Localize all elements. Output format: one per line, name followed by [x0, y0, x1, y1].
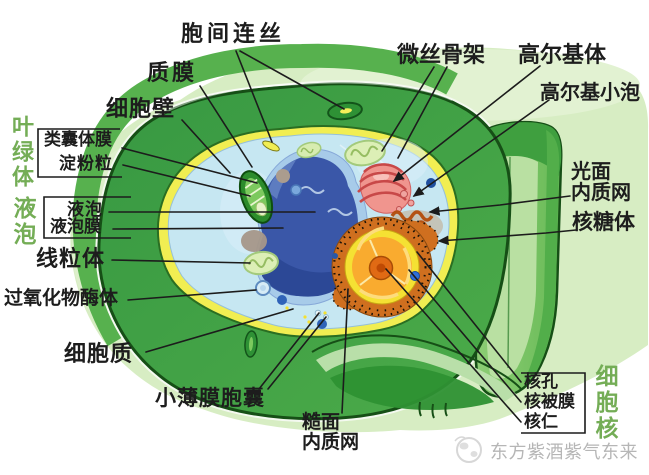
- label-nucleus: 细胞核: [592, 364, 618, 442]
- mitochondrion-top: [344, 139, 386, 167]
- label-ribosome: 核糖体: [572, 211, 635, 234]
- label-peroxisome: 过氧化物酶体: [4, 288, 119, 309]
- label-smooth-er: 光面 内质网: [571, 162, 631, 204]
- label-microfilament-cytoskeleton: 微丝骨架: [397, 42, 486, 67]
- label-rough-er-line2: 内质网: [302, 431, 360, 453]
- label-chloroplast: 叶绿体: [9, 115, 34, 190]
- label-golgi-vesicle: 高尔基小泡: [540, 82, 640, 104]
- cytosol-vesicles: [277, 178, 436, 329]
- chloroplast-shape: [238, 170, 274, 224]
- label-vacuole-group: 液泡: [10, 196, 36, 248]
- label-rough-er-line1: 糙面: [302, 412, 341, 433]
- plasmodesma-notch: [262, 140, 280, 152]
- label-cytoplasm: 细胞质: [64, 341, 134, 366]
- label-plasmodesmata: 胞间连丝: [181, 21, 286, 46]
- plasmodesma-oval: [327, 101, 363, 121]
- label-plasma-membrane: 质膜: [147, 60, 198, 85]
- wall-oval: [244, 330, 258, 358]
- gray-inclusion-small: [276, 169, 290, 183]
- golgi-vesicle-dots: [396, 190, 415, 212]
- watermark-text: 东方紫酒紫气东来: [490, 442, 638, 462]
- gray-inclusion: [241, 230, 267, 252]
- watermark-logo-icon: [454, 436, 482, 463]
- label-thylakoid-membrane: 类囊体膜: [44, 130, 112, 149]
- mitochondrion-small: [296, 141, 322, 159]
- label-mitochondrion: 线粒体: [36, 246, 106, 271]
- leader-lines: [108, 50, 577, 423]
- label-golgi-body: 高尔基体: [518, 42, 607, 67]
- label-vacuole: 液泡: [67, 200, 103, 219]
- label-nucleolus: 核仁: [524, 412, 558, 431]
- label-starch-granule: 淀粉粒: [59, 154, 113, 173]
- mitochondrion-left: [243, 250, 279, 276]
- label-rough-er: 糙面 内质网: [302, 413, 359, 453]
- label-smooth-er-line2: 内质网: [571, 182, 631, 204]
- adjacent-wall-band: [72, 43, 458, 347]
- peroxisome-shape: [255, 280, 271, 296]
- label-nuclear-envelope: 核被膜: [524, 392, 575, 411]
- wall-junction-bands: [311, 334, 523, 419]
- label-cell-wall: 细胞壁: [106, 96, 176, 121]
- label-brackets: [37, 128, 586, 434]
- label-nuclear-pore: 核孔: [524, 372, 558, 391]
- label-smooth-er-line1: 光面: [571, 161, 611, 183]
- label-small-membrane-vesicle: 小薄膜胞囊: [155, 387, 265, 410]
- label-tonoplast: 液泡膜: [50, 217, 101, 236]
